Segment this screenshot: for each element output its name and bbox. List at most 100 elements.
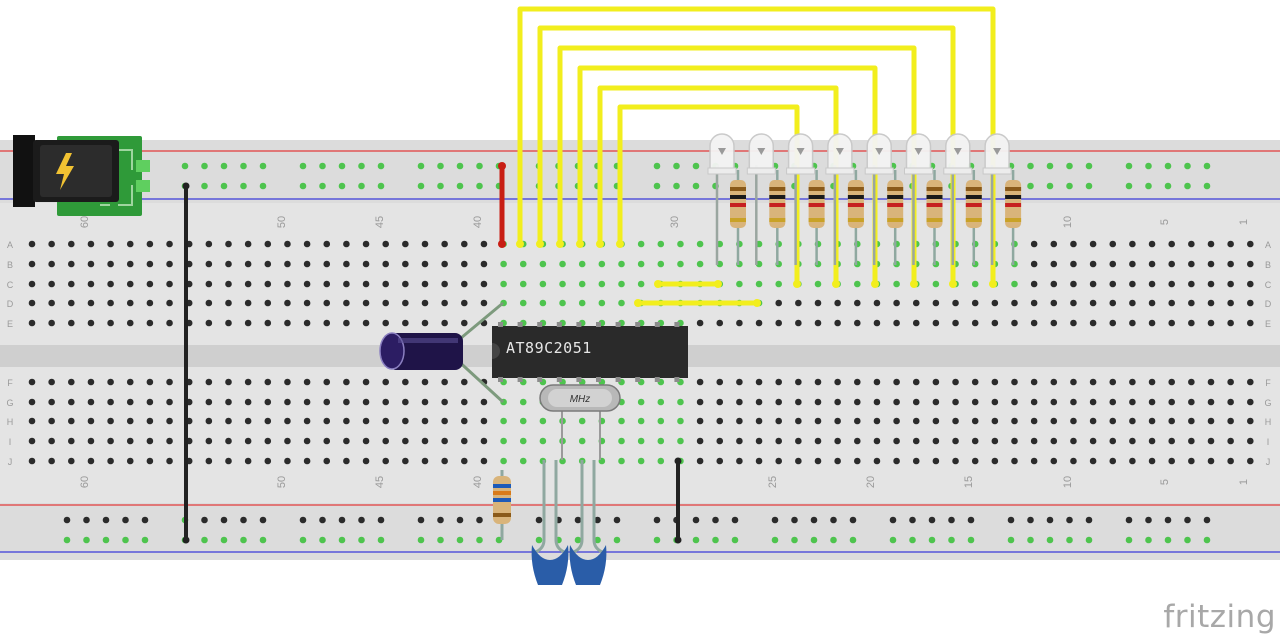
led-rim	[786, 167, 816, 175]
breadboard-hole	[893, 299, 900, 307]
row-letter-right: B	[1265, 260, 1271, 270]
resistor-band	[769, 195, 786, 199]
breadboard-hole	[932, 457, 940, 465]
breadboard-hole	[402, 319, 409, 327]
rail-hole	[810, 536, 818, 544]
breadboard-hole	[343, 417, 350, 425]
breadboard-hole	[971, 398, 979, 406]
breadboard-hole	[1030, 398, 1038, 406]
breadboard-hole	[126, 240, 134, 248]
column-number-top: 30	[669, 216, 681, 228]
breadboard-hole	[48, 240, 55, 248]
breadboard-hole	[539, 260, 547, 268]
rail-hole	[909, 516, 916, 524]
rail-hole	[102, 536, 110, 544]
breadboard-hole	[854, 299, 861, 307]
rail-hole	[830, 516, 837, 524]
wire-endpoint	[793, 280, 801, 288]
rail-hole	[319, 162, 326, 170]
breadboard-hole	[205, 299, 213, 307]
rail-hole	[692, 162, 700, 170]
breadboard-hole	[834, 457, 841, 465]
wire-endpoint	[714, 280, 722, 288]
breadboard-hole	[991, 378, 999, 386]
breadboard-hole	[971, 457, 979, 465]
breadboard-hole	[48, 398, 55, 406]
breadboard-hole	[480, 280, 488, 288]
breadboard-hole	[166, 378, 173, 386]
resistor-band	[887, 187, 904, 191]
rail-hole	[535, 536, 543, 544]
breadboard-hole	[1168, 240, 1175, 248]
rail-hole	[83, 516, 90, 524]
breadboard-hole	[126, 280, 134, 288]
breadboard-hole	[166, 417, 173, 425]
breadboard-hole	[461, 299, 468, 307]
breadboard-hole	[952, 437, 959, 445]
breadboard-hole	[461, 319, 468, 327]
breadboard-hole	[755, 457, 763, 465]
rail-hole	[1066, 162, 1073, 170]
ic-pin	[556, 322, 562, 327]
breadboard-hole	[814, 417, 822, 425]
rail-hole	[417, 536, 425, 544]
breadboard-hole	[598, 280, 606, 288]
breadboard-hole	[343, 378, 350, 386]
breadboard-hole	[539, 280, 547, 288]
led-rim	[943, 167, 973, 175]
rail-hole	[240, 536, 247, 544]
breadboard-hole	[382, 378, 390, 386]
top-components[interactable]	[707, 133, 1022, 265]
breadboard-hole	[991, 319, 999, 327]
rail-hole	[692, 516, 700, 524]
breadboard-hole	[48, 280, 55, 288]
breadboard-hole	[618, 260, 625, 268]
breadboard-hole	[1050, 417, 1058, 425]
breadboard-hole	[402, 260, 409, 268]
resistor-band	[808, 218, 825, 222]
breadboard-hole	[736, 398, 743, 406]
breadboard-hole	[1030, 299, 1038, 307]
column-number-bottom: 1	[1238, 479, 1250, 485]
breadboard-hole	[461, 280, 468, 288]
row-letter-right: A	[1265, 240, 1271, 250]
breadboard-hole	[716, 319, 724, 327]
breadboard-hole	[1089, 280, 1097, 288]
breadboard-hole	[28, 457, 36, 465]
breadboard-hole	[755, 319, 763, 327]
rail-hole	[1066, 536, 1073, 544]
rail-hole	[594, 536, 601, 544]
breadboard-hole	[932, 378, 940, 386]
breadboard-hole	[893, 398, 900, 406]
rail-hole	[1145, 162, 1152, 170]
rail-hole	[653, 162, 661, 170]
breadboard-hole	[146, 398, 154, 406]
breadboard-hole	[343, 457, 350, 465]
power-jack-pin	[136, 160, 150, 172]
rail-hole	[240, 182, 247, 190]
breadboard-hole	[480, 417, 488, 425]
breadboard-hole	[1188, 437, 1195, 445]
breadboard-hole	[736, 319, 743, 327]
breadboard-hole	[362, 280, 370, 288]
wire-endpoint	[832, 280, 840, 288]
breadboard-hole	[1129, 457, 1136, 465]
ceramic-cap-lead	[592, 460, 603, 554]
breadboard-hole	[87, 260, 95, 268]
breadboard-hole	[362, 378, 370, 386]
breadboard-hole	[1050, 457, 1058, 465]
breadboard-hole	[952, 299, 959, 307]
breadboard-hole	[1148, 319, 1156, 327]
breadboard-hole	[1227, 260, 1234, 268]
breadboard-hole	[421, 378, 429, 386]
ic-pin	[498, 377, 503, 382]
rail-hole	[417, 182, 425, 190]
column-number-bottom: 15	[963, 476, 975, 488]
breadboard-hole	[716, 457, 724, 465]
breadboard-hole	[519, 417, 527, 425]
rail-hole	[967, 516, 975, 524]
resistor-band	[493, 498, 511, 502]
breadboard-hole	[126, 457, 134, 465]
